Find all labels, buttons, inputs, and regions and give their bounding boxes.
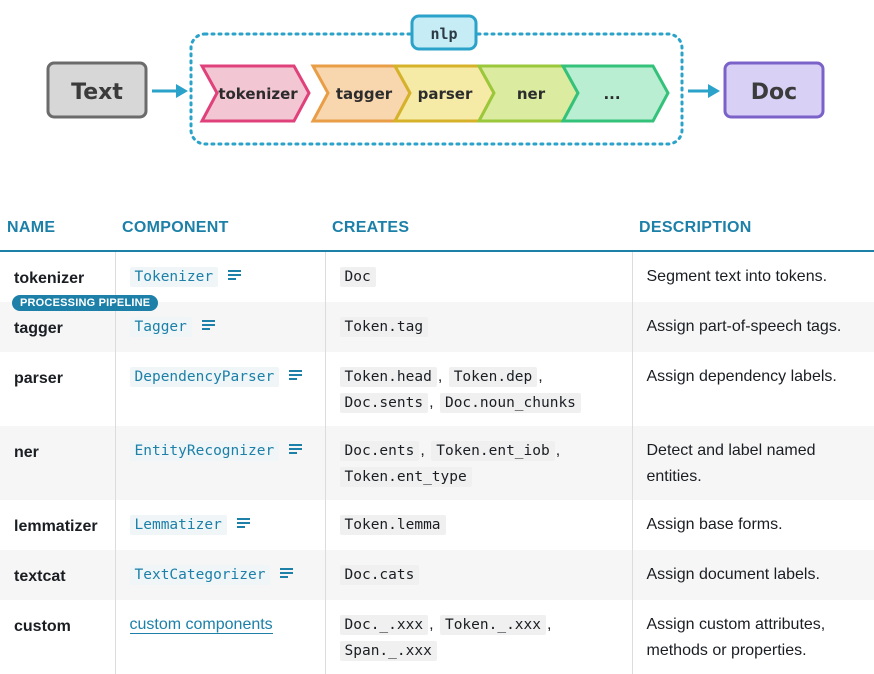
attribute-code: Token.head xyxy=(340,367,437,387)
nlp-label: nlp xyxy=(430,25,457,43)
cell-component: TextCategorizer xyxy=(115,550,325,600)
cell-name: custom xyxy=(0,600,115,674)
cell-creates: Token.tag xyxy=(325,302,632,352)
table-row: parser DependencyParser Token.head, Token.… xyxy=(0,352,874,426)
cell-name: lemmatizer xyxy=(0,500,115,550)
table-row: custom custom components Doc._.xxx, Token.… xyxy=(0,600,874,674)
cell-description: Detect and label named entities. xyxy=(632,426,874,500)
cell-component: EntityRecognizer xyxy=(115,426,325,500)
cell-description: Assign custom attributes, methods or pro… xyxy=(632,600,874,674)
doc-box-label: Doc xyxy=(751,80,797,105)
attribute-code: Doc.sents xyxy=(340,393,429,413)
attribute-code: Doc._.xxx xyxy=(340,615,429,635)
attribute-code: Token.tag xyxy=(340,317,429,337)
header-creates: CREATES xyxy=(325,206,632,251)
cell-creates: Doc.ents, Token.ent_iob, Token.ent_type xyxy=(325,426,632,500)
attribute-code: Doc.ents xyxy=(340,441,420,461)
table-header: NAME COMPONENT CREATES DESCRIPTION xyxy=(0,206,874,251)
component-link[interactable]: EntityRecognizer xyxy=(130,441,280,461)
cell-component: custom components xyxy=(115,600,325,674)
docs-icon[interactable] xyxy=(227,516,250,533)
docs-icon[interactable] xyxy=(218,268,241,285)
cell-creates: Doc.cats xyxy=(325,550,632,600)
pipeline-diagram: Text nlp tokenizer tagger parser ner ...… xyxy=(0,0,874,160)
table-row: lemmatizer Lemmatizer Token.lemma Assign ba… xyxy=(0,500,874,550)
cell-creates: Doc._.xxx, Token._.xxx, Span._.xxx xyxy=(325,600,632,674)
attribute-code: Doc.noun_chunks xyxy=(440,393,581,413)
pipeline-table: NAME COMPONENT CREATES DESCRIPTION token… xyxy=(0,206,874,674)
docs-icon[interactable] xyxy=(279,442,302,459)
step-parser-label: parser xyxy=(418,85,473,103)
arrow-out-head xyxy=(708,84,720,98)
arrow-in-head xyxy=(176,84,188,98)
cell-description: Segment text into tokens. xyxy=(632,251,874,302)
cell-creates: Token.head, Token.dep, Doc.sents, Doc.no… xyxy=(325,352,632,426)
cell-name: parser xyxy=(0,352,115,426)
docs-icon[interactable] xyxy=(270,566,293,583)
attribute-code: Token.ent_type xyxy=(340,467,472,487)
docs-icon[interactable] xyxy=(279,368,302,385)
docs-icon[interactable] xyxy=(192,318,215,335)
text-box-label: Text xyxy=(71,80,123,105)
header-component: COMPONENT xyxy=(115,206,325,251)
cell-component: DependencyParser xyxy=(115,352,325,426)
step-tagger-label: tagger xyxy=(336,85,393,103)
component-link[interactable]: Lemmatizer xyxy=(130,515,227,535)
attribute-code: Token.lemma xyxy=(340,515,446,535)
attribute-code: Doc.cats xyxy=(340,565,420,585)
attribute-code: Doc xyxy=(340,267,376,287)
cell-description: Assign dependency labels. xyxy=(632,352,874,426)
cell-creates: Doc xyxy=(325,251,632,302)
component-link[interactable]: TextCategorizer xyxy=(130,565,271,585)
step-ner-label: ner xyxy=(517,85,546,103)
cell-creates: Token.lemma xyxy=(325,500,632,550)
attribute-code: Span._.xxx xyxy=(340,641,437,661)
processing-pipeline-badge: PROCESSING PIPELINE xyxy=(12,295,158,311)
cell-description: Assign part-of-speech tags. xyxy=(632,302,874,352)
component-link[interactable]: Tokenizer xyxy=(130,267,219,287)
cell-description: Assign document labels. xyxy=(632,550,874,600)
header-name: NAME xyxy=(0,206,115,251)
custom-components-link[interactable]: custom components xyxy=(130,616,273,634)
step-more-label: ... xyxy=(603,85,620,103)
component-link[interactable]: DependencyParser xyxy=(130,367,280,387)
attribute-code: Token.ent_iob xyxy=(431,441,555,461)
table-row: ner EntityRecognizer Doc.ents, Token.ent_i… xyxy=(0,426,874,500)
cell-name: ner xyxy=(0,426,115,500)
table-row: textcat TextCategorizer Doc.cats Assign doc… xyxy=(0,550,874,600)
cell-name: textcat xyxy=(0,550,115,600)
cell-component: Lemmatizer xyxy=(115,500,325,550)
cell-description: Assign base forms. xyxy=(632,500,874,550)
step-tokenizer-label: tokenizer xyxy=(218,85,298,103)
attribute-code: Token._.xxx xyxy=(440,615,546,635)
attribute-code: Token.dep xyxy=(449,367,538,387)
header-description: DESCRIPTION xyxy=(632,206,874,251)
component-link[interactable]: Tagger xyxy=(130,317,192,337)
